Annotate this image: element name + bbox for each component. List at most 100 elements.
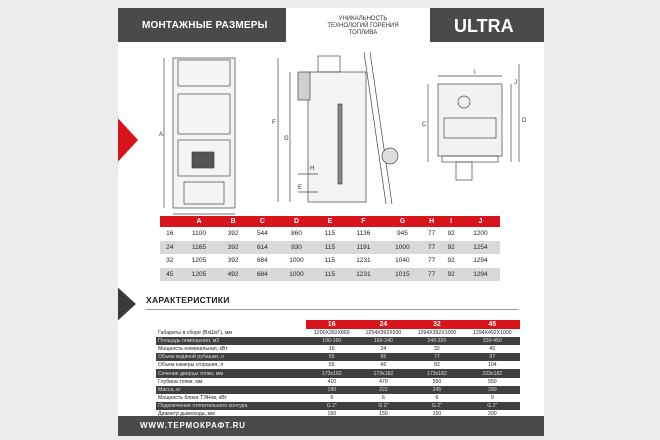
table-cell: 392 [227, 257, 239, 265]
spec-value: 245 [409, 385, 465, 394]
spec-value: 45 [489, 346, 496, 353]
spec-value: 550 [487, 378, 497, 385]
table-cell: 614 [247, 240, 277, 254]
table-cell: 24 [160, 240, 180, 254]
table-cell: 1000 [382, 240, 422, 254]
dim-label-c: C [422, 122, 427, 128]
table-cell: 16 [166, 230, 174, 238]
table-cell: 77 [421, 240, 442, 254]
table-cell: 392 [218, 240, 248, 254]
spec-value: 290 [464, 385, 520, 394]
spec-value: 150 [327, 410, 337, 417]
dimensions-header-cell [160, 216, 180, 227]
specs-header-cell: 32 [409, 320, 465, 329]
table-cell: 1136 [356, 230, 371, 238]
spec-value: 320-450 [464, 337, 520, 346]
spec-value: 1200Х392Х860 [313, 330, 350, 337]
dim-label-e: E [298, 185, 302, 191]
table-cell: 1254 [460, 240, 500, 254]
table-cell: 77 [428, 257, 436, 265]
spec-label: Габариты в сборе (ВхШхГ), мм [158, 330, 232, 337]
spec-value: 1294Х392Х1000 [417, 330, 457, 337]
dim-label-d: D [522, 118, 527, 124]
spec-value: 55 [328, 362, 335, 369]
header-title: МОНТАЖНЫЕ РАЗМЕРЫ [118, 8, 286, 42]
spec-label: Сечение дверцы топки, мм [156, 369, 306, 378]
spec-value: 200 [487, 410, 497, 417]
table-cell: 1294 [473, 257, 488, 265]
dimensions-header-cell: C [247, 216, 277, 227]
dimensions-header-cell: A [179, 216, 219, 227]
specs-header-cell: 16 [306, 320, 358, 329]
specs-header-cell: 45 [464, 320, 520, 329]
spec-label: Площадь помещения, м2 [156, 337, 306, 346]
table-cell: 544 [256, 230, 268, 238]
side-view-drawing [277, 51, 399, 205]
rear-view-drawing [427, 64, 520, 181]
spec-value: 104 [487, 362, 497, 369]
red-arrow-decoration [118, 114, 138, 166]
table-cell: 392 [227, 230, 239, 238]
spec-value: 222 [357, 385, 410, 394]
table-cell: 1205 [191, 257, 207, 265]
spec-value: 1294Х492Х1000 [472, 330, 512, 337]
spec-value: 6 [435, 394, 439, 401]
spec-value: 1254Х392Х930 [365, 330, 402, 337]
dimensions-header-cell: D [277, 216, 316, 227]
table-cell: 1040 [395, 257, 410, 265]
spec-value: 550 [432, 378, 442, 385]
spec-value: 65 [357, 353, 410, 362]
dimensions-header-cell: G [382, 216, 422, 227]
table-cell: 1165 [179, 240, 219, 254]
table-cell: 45 [160, 267, 180, 281]
dimensions-header-cell: F [343, 216, 383, 227]
spec-value: 240-320 [409, 337, 465, 346]
dim-label-g: G [284, 136, 289, 142]
tagline-line-1: УНИКАЛЬНОСТЬ [338, 16, 388, 22]
table-cell: 1200 [473, 230, 488, 238]
dimensions-header-cell: H [421, 216, 442, 227]
spec-value: 173х182 [409, 369, 465, 378]
spec-value: 410 [327, 378, 337, 385]
dim-label-a: A [159, 132, 163, 138]
dimensions-header-cell: I [441, 216, 461, 227]
table-cell: 1205 [179, 267, 219, 281]
table-cell: 92 [441, 267, 461, 281]
table-cell: 32 [166, 257, 174, 265]
tagline-line-3: ТОПЛИВА [348, 30, 378, 37]
boiler-drawings: A B C D E F G H I J [159, 51, 527, 220]
table-cell: 115 [315, 240, 344, 254]
spec-value: 82 [434, 362, 440, 369]
table-cell: 1231 [356, 257, 371, 265]
spec-value: 223х182 [464, 369, 520, 378]
table-cell: 860 [291, 230, 302, 238]
spec-value: 24 [380, 346, 387, 353]
spec-value: 6 [330, 394, 334, 401]
table-cell: 115 [315, 267, 344, 281]
table-cell: 684 [247, 267, 277, 281]
table-row: Габариты в сборе (ВхШхГ), мм 1200Х392Х860… [156, 329, 520, 337]
spec-label: Мощность блока ТЭНов, кВт [158, 394, 227, 401]
spec-label: Масса, кг [156, 385, 306, 394]
spec-value: 32 [434, 346, 440, 353]
spec-value: 9 [490, 394, 494, 401]
tagline-line-2: ТЕХНОЛОГИЙ ГОРЕНИЯ [327, 23, 399, 30]
table-cell: 1015 [382, 267, 422, 281]
table-cell: 945 [396, 230, 408, 238]
spec-value: 16 [328, 346, 335, 353]
spec-value: 66 [380, 362, 387, 369]
table-cell: 92 [441, 240, 461, 254]
spec-value: 150 [432, 410, 442, 417]
